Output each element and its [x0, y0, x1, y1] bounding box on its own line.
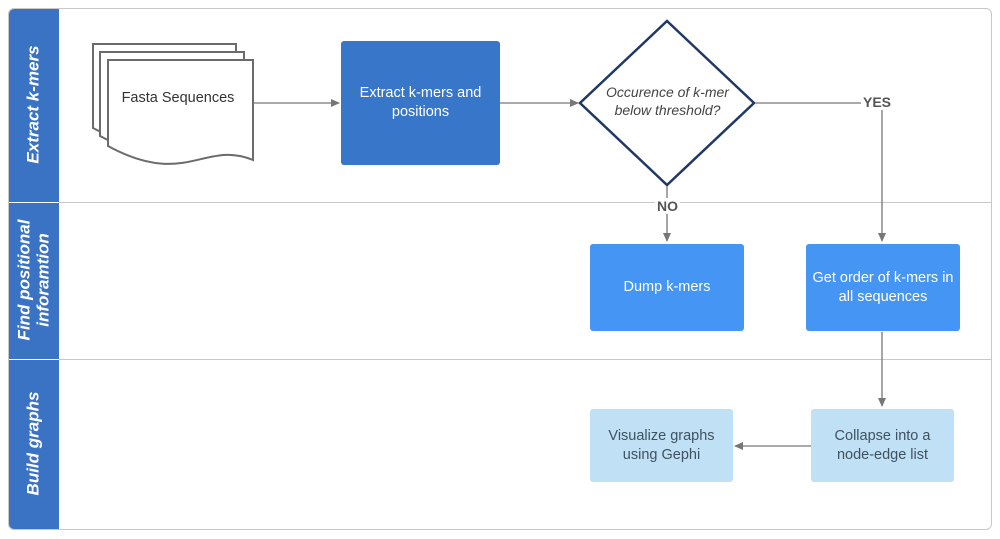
- yes-label: YES: [861, 94, 894, 110]
- lane-band-extract: [9, 9, 59, 202]
- collapse-box: Collapse into a node-edge list: [811, 409, 954, 482]
- decision-label: Occurence of k-mer below threshold?: [606, 84, 729, 118]
- get-order-box: Get order of k-mers in all sequences: [806, 244, 960, 331]
- edge-decision-yes: [755, 102, 886, 242]
- lane-divider: [59, 202, 991, 203]
- lane-band-build: [9, 360, 59, 529]
- fasta-sequences-label: Fasta Sequences: [121, 90, 235, 106]
- lane-band-find: [9, 203, 59, 359]
- extract-kmers-box: Extract k-mers and positions: [341, 41, 500, 165]
- no-label: NO: [655, 198, 680, 214]
- lane-divider: [59, 359, 991, 360]
- decision-diamond: [578, 19, 756, 187]
- fasta-document-icon: [92, 43, 254, 165]
- visualize-box: Visualize graphs using Gephi: [590, 409, 733, 482]
- dump-kmers-box: Dump k-mers: [590, 244, 744, 331]
